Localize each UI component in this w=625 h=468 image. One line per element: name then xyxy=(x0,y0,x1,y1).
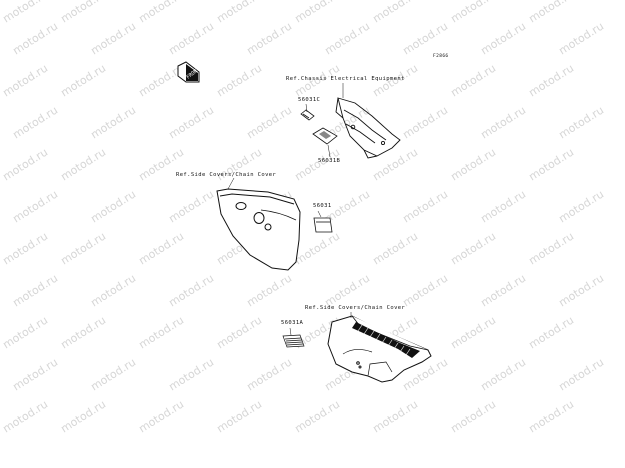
chain-cover xyxy=(327,315,432,383)
electrical-bracket xyxy=(335,97,401,159)
ref-side-covers-label: Ref.Side Covers/Chain Cover xyxy=(176,172,277,178)
ref-chain-cover-label: Ref.Side Covers/Chain Cover xyxy=(305,305,406,311)
side-cover xyxy=(216,177,301,271)
chain-cover-rib-lines xyxy=(357,324,411,356)
front-arrow-icon: FRONT xyxy=(177,61,201,83)
part-56031c-shape xyxy=(300,109,315,121)
part-56031a-label: 56031A xyxy=(281,320,304,326)
part-56031b-label: 56031B xyxy=(318,158,341,164)
part-56031-shape xyxy=(313,217,333,233)
part-56031a-shape xyxy=(282,334,305,348)
ref-chassis-electrical-label: Ref.Chassis Electrical Equipment xyxy=(286,76,405,82)
chain-cover-ribs xyxy=(352,322,420,358)
part-56031b-shape xyxy=(312,127,338,145)
part-56031-label: 56031 xyxy=(313,203,332,209)
diagram-code: F2866 xyxy=(433,54,449,59)
part-56031c-label: 56031C xyxy=(298,97,321,103)
